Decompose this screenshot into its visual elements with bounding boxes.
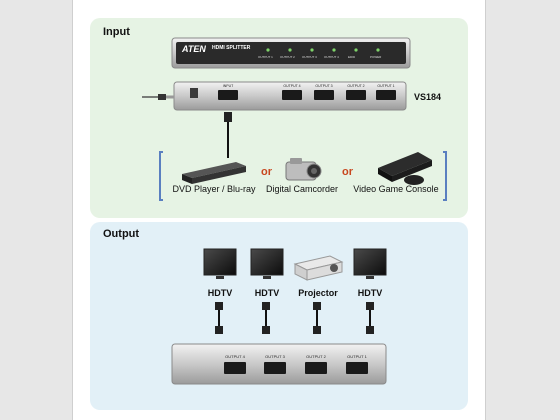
output-section-title: Output: [103, 228, 140, 240]
output-port-label: OUTPUT 2: [347, 84, 365, 88]
display-label: HDTV: [254, 288, 280, 298]
or-separator: or: [342, 166, 353, 178]
input-section-title: Input: [103, 26, 130, 38]
splitter-rear-panel: [173, 81, 407, 111]
projector-icon: [293, 255, 344, 281]
led-label: EDID: [348, 55, 356, 59]
dvd-player-icon: [182, 162, 246, 184]
power-plug-icon: [142, 94, 174, 100]
input-port-label: INPUT: [222, 84, 234, 88]
output-port-label: OUTPUT 4: [225, 354, 245, 359]
source-label-dvd: DVD Player / Blu-ray: [172, 184, 256, 194]
led-label: OUTPUT 1: [258, 55, 273, 59]
brand-logo: ATEN: [182, 44, 206, 54]
output-port-label: OUTPUT 4: [283, 84, 301, 88]
product-name: HDMI SPLITTER: [212, 45, 251, 51]
output-port-label: OUTPUT 3: [315, 84, 333, 88]
output-port-label: OUTPUT 3: [265, 354, 285, 359]
model-label: VS184: [414, 92, 442, 102]
led-label: OUTPUT 3: [302, 55, 317, 59]
display-label: HDTV: [357, 288, 383, 298]
camcorder-icon: [285, 158, 322, 181]
output-port-label: OUTPUT 1: [377, 84, 395, 88]
splitter-rear-panel-output: [171, 343, 387, 385]
input-hdmi-cable: [224, 112, 232, 158]
led-label: OUTPUT 4: [324, 55, 339, 59]
source-bracket: [159, 151, 447, 201]
output-port-label: OUTPUT 2: [306, 354, 326, 359]
display-label: Projector: [298, 288, 338, 298]
source-label-console: Video Game Console: [353, 184, 439, 194]
hdtv-icon-3: [353, 248, 387, 279]
led-label: OUTPUT 2: [280, 55, 295, 59]
display-label: HDTV: [207, 288, 233, 298]
hdtv-icon-2: [250, 248, 284, 279]
game-console-icon: [378, 152, 432, 185]
output-hdmi-cables: [215, 302, 374, 334]
output-port-label: OUTPUT 1: [347, 354, 367, 359]
splitter-front-panel: [171, 37, 411, 69]
source-label-camcorder: Digital Camcorder: [266, 184, 339, 194]
front-led-row: [266, 48, 380, 52]
led-label: POWER: [370, 55, 382, 59]
hdtv-icon-1: [203, 248, 237, 279]
or-separator: or: [261, 166, 272, 178]
